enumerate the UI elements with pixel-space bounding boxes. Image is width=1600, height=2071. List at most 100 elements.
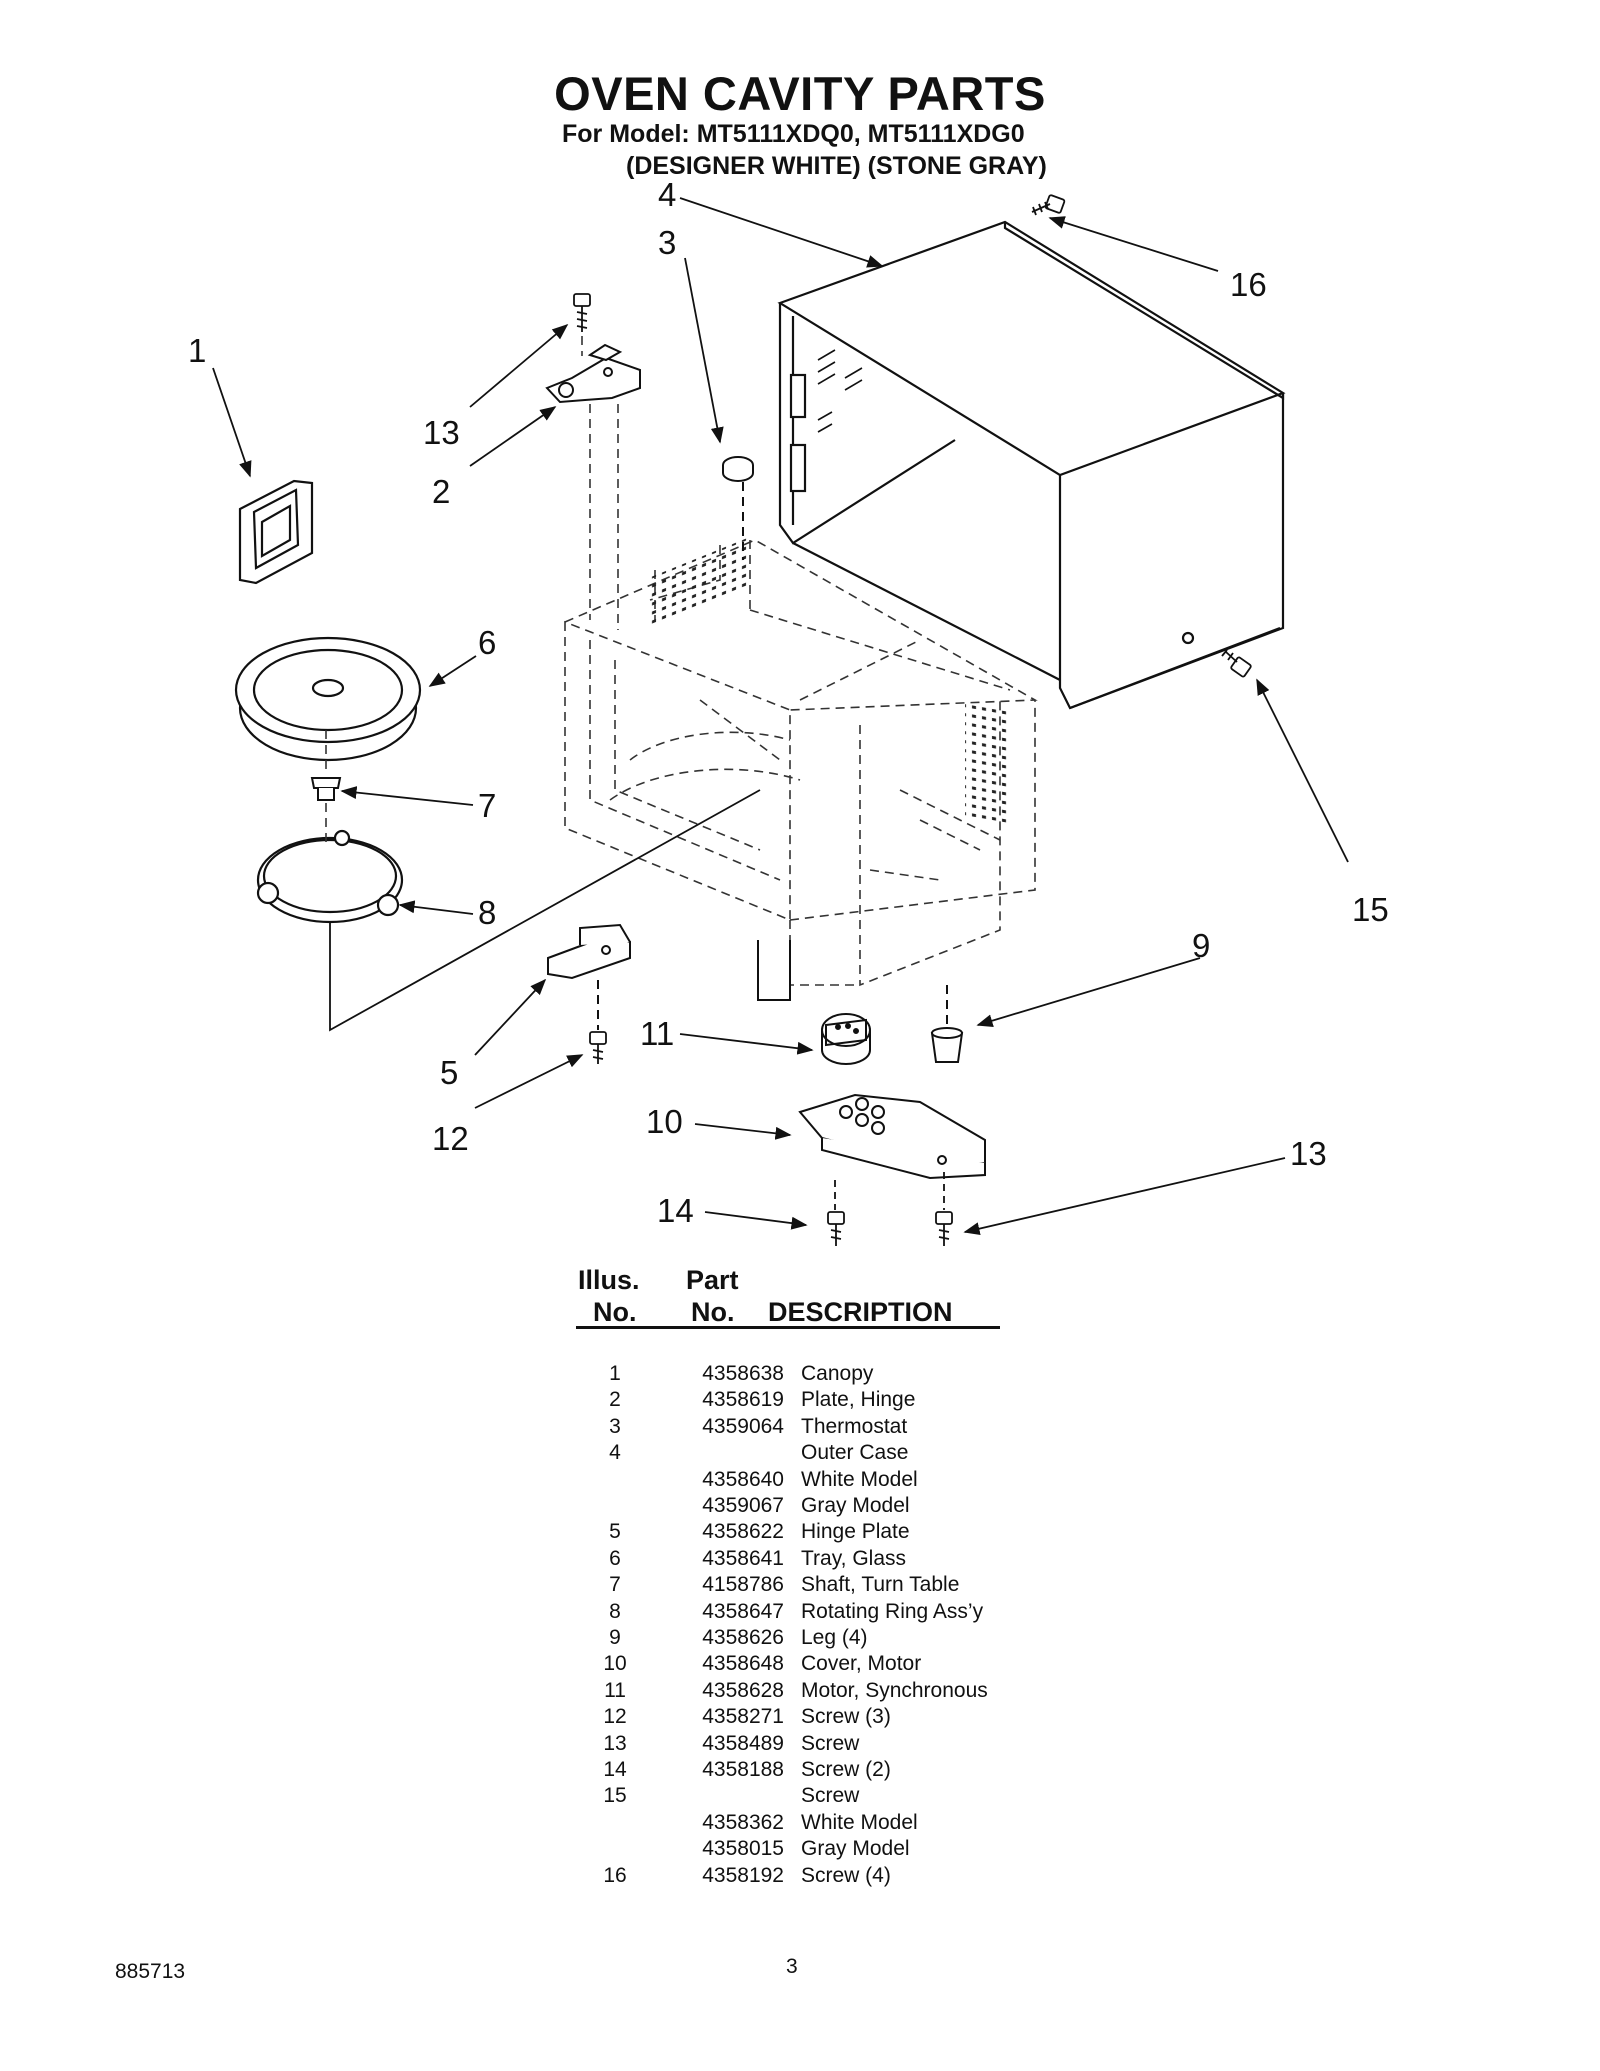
synchronous-motor-icon xyxy=(757,940,871,1065)
illus-number: 11 xyxy=(604,1678,626,1702)
callout-7: 7 xyxy=(478,787,496,824)
part-number: 4358188 xyxy=(702,1758,784,1781)
illus-number: 8 xyxy=(609,1599,621,1623)
screw-12-icon xyxy=(589,1031,607,1064)
leg-icon xyxy=(930,985,964,1063)
part-number: 4358640 xyxy=(702,1467,784,1491)
part-number: 4358647 xyxy=(702,1599,784,1623)
callout-14: 14 xyxy=(657,1192,694,1229)
part-description: Hinge Plate xyxy=(801,1520,910,1544)
illus-number: 12 xyxy=(603,1705,627,1729)
callout-6: 6 xyxy=(478,624,496,661)
illus-number: 15 xyxy=(603,1784,627,1808)
callout-3: 3 xyxy=(658,224,676,261)
exploded-parts-diagram: 4 3 16 1 13 2 6 7 8 15 9 11 5 10 12 13 1… xyxy=(188,176,1389,1246)
callout-5: 5 xyxy=(440,1054,458,1091)
part-description: Thermostat xyxy=(801,1414,908,1438)
part-number: 4358622 xyxy=(702,1520,784,1544)
table-rule xyxy=(576,1326,1000,1329)
part-number: 4358648 xyxy=(702,1652,784,1676)
part-description: Plate, Hinge xyxy=(801,1388,916,1412)
part-number: 4358626 xyxy=(702,1626,784,1649)
part-description: Leg (4) xyxy=(801,1626,868,1649)
screw-13-bottom-icon xyxy=(935,1172,953,1246)
part-description: White Model xyxy=(801,1810,918,1834)
callout-9: 9 xyxy=(1192,927,1210,964)
glass-tray-icon xyxy=(234,636,422,762)
cavity-side-mesh xyxy=(965,700,1010,829)
part-number: 4158786 xyxy=(702,1573,784,1597)
part-number: 4358489 xyxy=(702,1731,784,1755)
part-number: 4358362 xyxy=(702,1810,784,1834)
part-description: White Model xyxy=(801,1467,918,1491)
header-part-line1: Part xyxy=(686,1265,739,1295)
turntable-shaft-icon xyxy=(310,777,342,801)
header-illus-line2: No. xyxy=(593,1297,637,1327)
illus-number: 3 xyxy=(609,1414,621,1438)
callout-1: 1 xyxy=(188,332,206,369)
motor-cover-icon xyxy=(798,1093,986,1180)
cavity-top-mesh xyxy=(650,536,750,628)
screw-15-icon xyxy=(1221,649,1252,678)
illus-number: 9 xyxy=(609,1626,621,1649)
illus-number: 6 xyxy=(609,1546,621,1570)
part-description: Outer Case xyxy=(801,1441,909,1465)
part-description: Cover, Motor xyxy=(801,1652,922,1676)
callout-13-top: 13 xyxy=(423,414,460,451)
part-number: 4358638 xyxy=(702,1362,784,1385)
model-subtitle: For Model: MT5111XDQ0, MT5111XDG0 xyxy=(562,120,1025,148)
part-number: 4358192 xyxy=(702,1863,784,1887)
hinge-plate-5-icon xyxy=(547,923,631,1030)
part-number: 4358271 xyxy=(702,1705,784,1729)
callout-11: 11 xyxy=(640,1015,674,1052)
document-number: 885713 xyxy=(115,1960,186,1983)
screw-16-icon xyxy=(1031,194,1066,216)
part-number: 4359064 xyxy=(702,1414,784,1438)
illus-number: 14 xyxy=(603,1758,627,1781)
color-subtitle: (DESIGNER WHITE) (STONE GRAY) xyxy=(626,152,1047,180)
callout-leaders xyxy=(212,197,1349,1236)
header-part-line2: No. xyxy=(691,1297,735,1327)
part-number: 4358628 xyxy=(702,1678,784,1702)
part-number: 4359067 xyxy=(702,1494,784,1517)
illus-number: 16 xyxy=(603,1863,627,1887)
callout-13-bottom: 13 xyxy=(1290,1135,1327,1172)
screw-13-top-icon xyxy=(573,293,591,332)
canopy-icon xyxy=(238,479,314,585)
callout-8: 8 xyxy=(478,894,496,931)
oven-cavity-phantom xyxy=(564,539,1038,987)
illus-number: 13 xyxy=(603,1731,627,1755)
thermostat-icon xyxy=(722,456,754,560)
page-title: OVEN CAVITY PARTS xyxy=(554,67,1046,120)
rotating-ring-icon xyxy=(256,829,404,924)
part-description: Screw (2) xyxy=(801,1758,891,1781)
callout-10: 10 xyxy=(646,1103,683,1140)
part-description: Motor, Synchronous xyxy=(801,1678,988,1702)
part-description: Screw (4) xyxy=(801,1863,891,1887)
part-description: Screw (3) xyxy=(801,1705,891,1729)
header-description: DESCRIPTION xyxy=(768,1297,953,1327)
part-description: Shaft, Turn Table xyxy=(801,1573,960,1597)
callout-4: 4 xyxy=(658,176,676,213)
part-description: Screw xyxy=(801,1784,860,1808)
screw-14-icon xyxy=(827,1180,845,1246)
illus-number: 1 xyxy=(609,1362,621,1385)
part-description: Rotating Ring Ass’y xyxy=(801,1599,984,1623)
part-description: Screw xyxy=(801,1731,860,1755)
illus-number: 5 xyxy=(609,1520,621,1544)
illus-number: 10 xyxy=(603,1652,627,1676)
hinge-guide-lines xyxy=(581,336,619,630)
illus-number: 7 xyxy=(609,1573,621,1597)
callout-12: 12 xyxy=(432,1120,469,1157)
callout-15: 15 xyxy=(1352,891,1389,928)
outer-case xyxy=(777,220,1286,710)
motor-shaft-line xyxy=(329,789,761,1032)
part-description: Gray Model xyxy=(801,1837,910,1861)
part-description: Canopy xyxy=(801,1362,874,1385)
page-number: 3 xyxy=(786,1955,798,1978)
part-description: Gray Model xyxy=(801,1494,910,1517)
callout-16: 16 xyxy=(1230,266,1267,303)
part-number: 4358619 xyxy=(702,1388,784,1412)
part-number: 4358015 xyxy=(702,1837,784,1861)
hinge-plate-2-icon xyxy=(545,343,641,404)
